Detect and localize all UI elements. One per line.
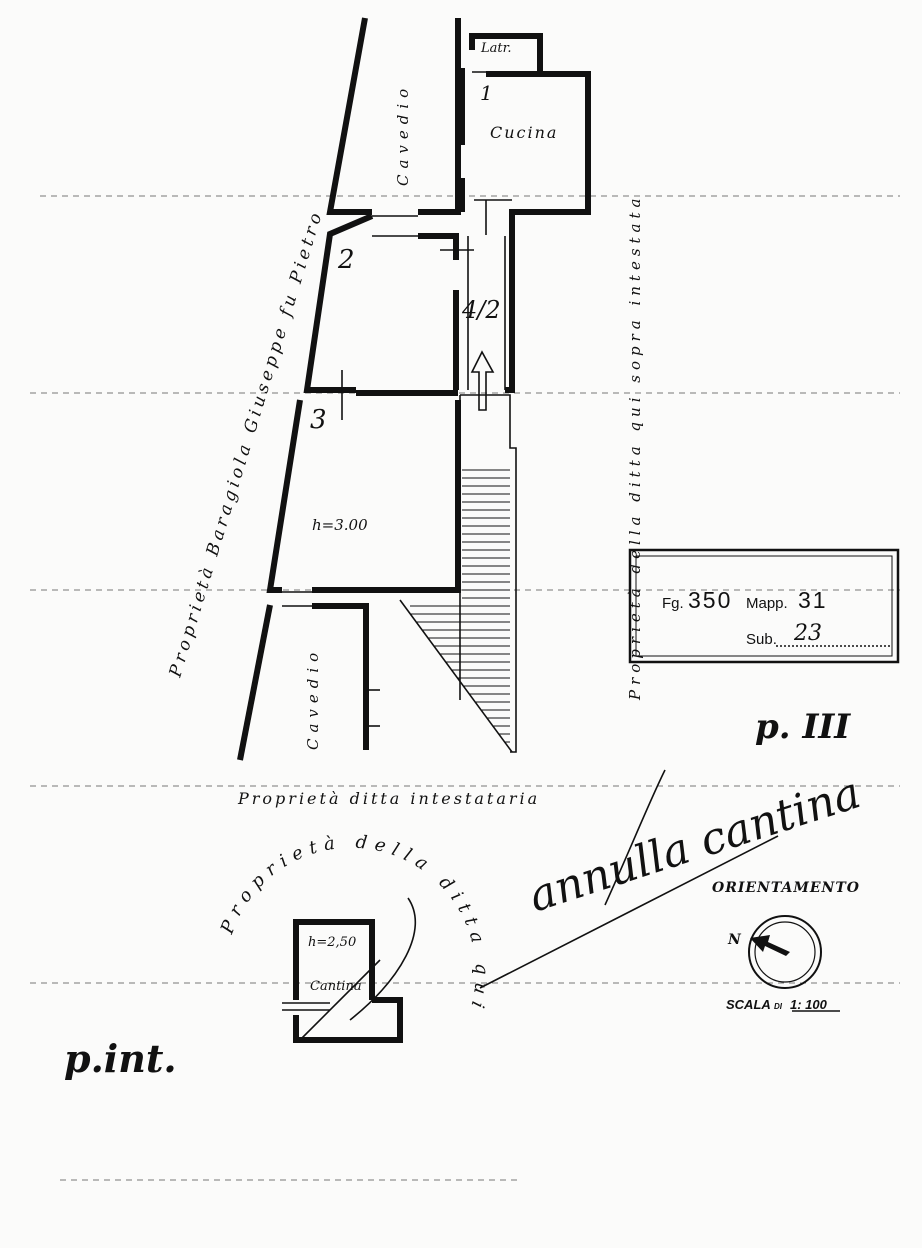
room-number-4-2: 4/2 <box>461 296 501 324</box>
scale-di: DI <box>774 1002 783 1011</box>
handwritten-annotation: annulla cantina <box>523 767 867 922</box>
left-property-label: Proprietà Baragiola Giuseppe fu Pietro <box>165 207 327 680</box>
lower-floor-label: p.int. <box>64 1036 177 1081</box>
scale-prefix: SCALA <box>726 997 771 1012</box>
cantina-label: Cantina <box>310 979 362 994</box>
arc-property-label: Proprietà della ditta qui sopra <box>0 0 492 1017</box>
sub-label: Sub. <box>746 631 777 648</box>
cantina-height-label: h=2,50 <box>308 935 356 950</box>
right-property-label: Proprietà della ditta qui sopra intestat… <box>626 194 644 701</box>
fg-label: Fg. <box>662 595 684 612</box>
cadastral-box: Fg. 350 Mapp. 31 Sub. 23 <box>628 548 900 664</box>
cavedio-top-label: Cavedio <box>394 83 412 186</box>
scale-value: 1: 100 <box>790 997 828 1012</box>
room-number-2: 2 <box>337 245 355 275</box>
mapp-label: Mapp. <box>746 595 788 612</box>
room-number-3: 3 <box>310 405 327 435</box>
signature-stroke <box>604 769 666 906</box>
upper-floor-label: p. III <box>755 707 851 747</box>
north-arrow-icon <box>750 935 790 956</box>
mapp-value: 31 <box>798 587 828 613</box>
fg-value: 350 <box>688 587 732 613</box>
room-height-label: h=3.00 <box>312 516 368 534</box>
stair-arrow-icon <box>470 350 495 411</box>
bottom-property-label: Proprietà ditta intestataria <box>237 789 540 808</box>
room-number-1: 1 <box>480 81 493 105</box>
north-label: N <box>727 932 742 948</box>
staircase-treads <box>410 469 510 743</box>
orientation-title: ORIENTAMENTO <box>712 880 860 896</box>
latrina-label: Latr. <box>480 41 512 56</box>
cucina-label: Cucina <box>490 123 558 142</box>
upper-floor-plan <box>237 17 591 761</box>
cavedio-bottom-label: Cavedio <box>304 647 322 750</box>
sub-value: 23 <box>793 621 822 646</box>
cantina-plan: h=2,50 Cantina <box>282 897 417 1043</box>
compass: N <box>727 915 822 989</box>
